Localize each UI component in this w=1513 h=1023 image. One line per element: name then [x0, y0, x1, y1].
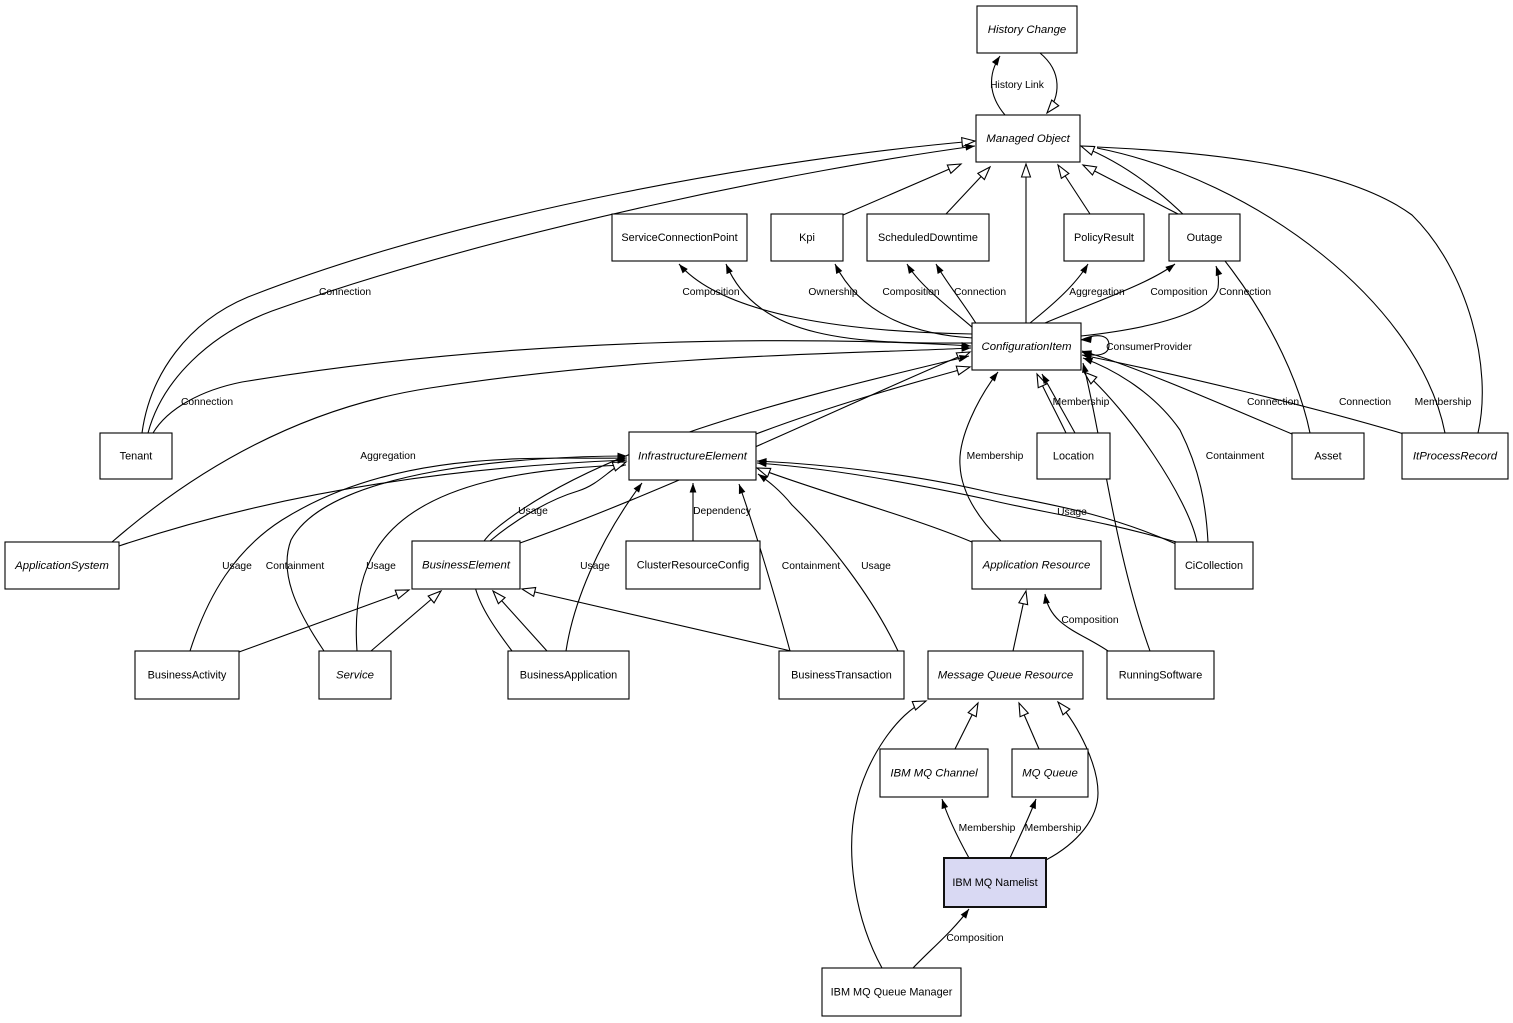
svg-text:Ownership: Ownership [808, 287, 857, 298]
svg-text:Containment: Containment [266, 561, 325, 572]
svg-text:Dependency: Dependency [693, 506, 752, 517]
svg-text:Location: Location [1053, 451, 1094, 463]
svg-text:BusinessActivity: BusinessActivity [148, 670, 227, 682]
svg-text:IBM MQ Queue Manager: IBM MQ Queue Manager [831, 987, 953, 999]
svg-text:Managed Object: Managed Object [986, 133, 1070, 145]
svg-text:Usage: Usage [1057, 507, 1087, 518]
svg-text:Connection: Connection [1339, 397, 1391, 408]
svg-text:Application Resource: Application Resource [982, 560, 1091, 572]
svg-text:Containment: Containment [1206, 451, 1265, 462]
svg-text:Kpi: Kpi [799, 232, 815, 244]
svg-text:ConfigurationItem: ConfigurationItem [982, 341, 1072, 353]
svg-text:ItProcessRecord: ItProcessRecord [1413, 451, 1498, 463]
svg-text:BusinessApplication: BusinessApplication [520, 670, 617, 682]
svg-text:Connection: Connection [319, 287, 371, 298]
svg-text:Membership: Membership [1053, 397, 1110, 408]
svg-text:Usage: Usage [222, 561, 252, 572]
svg-text:History Change: History Change [988, 24, 1067, 36]
svg-text:Asset: Asset [1314, 451, 1341, 463]
svg-text:ClusterResourceConfig: ClusterResourceConfig [637, 560, 750, 572]
svg-text:CiCollection: CiCollection [1185, 560, 1243, 572]
svg-text:Membership: Membership [1415, 397, 1472, 408]
svg-text:Connection: Connection [954, 287, 1006, 298]
svg-text:Connection: Connection [1219, 287, 1271, 298]
svg-text:ServiceConnectionPoint: ServiceConnectionPoint [621, 232, 737, 244]
svg-text:Service: Service [336, 670, 374, 682]
svg-text:Membership: Membership [959, 823, 1016, 834]
svg-text:Composition: Composition [1061, 615, 1119, 626]
svg-text:Composition: Composition [1150, 287, 1208, 298]
svg-text:Membership: Membership [1025, 823, 1082, 834]
svg-text:RunningSoftware: RunningSoftware [1119, 670, 1203, 682]
svg-text:Aggregation: Aggregation [1069, 287, 1125, 298]
svg-text:Outage: Outage [1187, 232, 1223, 244]
svg-text:MQ Queue: MQ Queue [1022, 768, 1078, 780]
svg-text:History Link: History Link [990, 80, 1045, 91]
svg-text:Usage: Usage [580, 561, 610, 572]
svg-text:IBM MQ Namelist: IBM MQ Namelist [952, 877, 1037, 889]
svg-text:PolicyResult: PolicyResult [1074, 232, 1134, 244]
svg-text:ConsumerProvider: ConsumerProvider [1106, 342, 1192, 353]
svg-text:Tenant: Tenant [120, 451, 153, 463]
svg-text:Usage: Usage [861, 561, 891, 572]
svg-text:ApplicationSystem: ApplicationSystem [14, 560, 109, 572]
svg-text:Membership: Membership [967, 451, 1024, 462]
svg-text:Message Queue Resource: Message Queue Resource [938, 670, 1074, 682]
svg-text:IBM MQ Channel: IBM MQ Channel [890, 768, 978, 780]
svg-text:Composition: Composition [946, 933, 1004, 944]
svg-text:Usage: Usage [366, 561, 396, 572]
svg-text:Composition: Composition [882, 287, 940, 298]
svg-text:InfrastructureElement: InfrastructureElement [638, 451, 748, 463]
svg-text:BusinessTransaction: BusinessTransaction [791, 670, 892, 682]
svg-text:BusinessElement: BusinessElement [422, 560, 511, 572]
svg-text:Aggregation: Aggregation [360, 451, 416, 462]
svg-text:Connection: Connection [1247, 397, 1299, 408]
svg-text:Composition: Composition [682, 287, 740, 298]
svg-text:Containment: Containment [782, 561, 841, 572]
svg-text:ScheduledDowntime: ScheduledDowntime [878, 232, 978, 244]
svg-text:Usage: Usage [518, 506, 548, 517]
svg-text:Connection: Connection [181, 397, 233, 408]
